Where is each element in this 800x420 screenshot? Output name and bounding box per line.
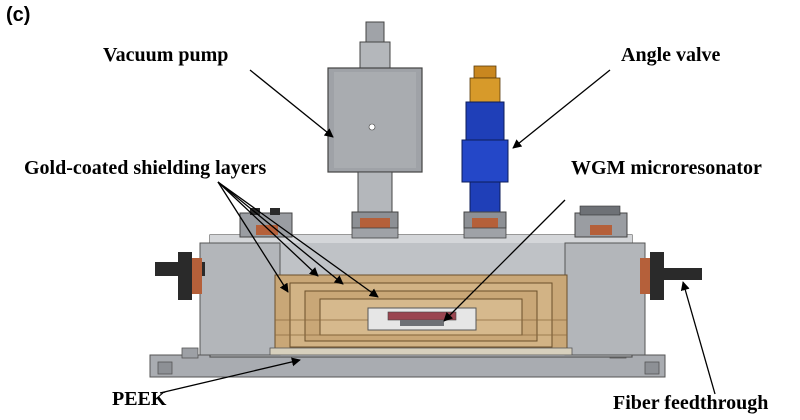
wgm-stage	[367, 307, 477, 331]
leader-wgm	[443, 199, 566, 322]
side-feedthroughs	[155, 252, 702, 300]
label-fiber-feedthrough: Fiber feedthrough	[613, 392, 769, 414]
leader-shielding-1	[217, 181, 289, 293]
leader-vacuum-pump	[249, 69, 334, 138]
leader-angle-valve	[512, 69, 611, 149]
label-shielding-layers: Gold-coated shielding layers	[24, 157, 267, 179]
vacuum-pump	[327, 21, 423, 239]
top-flanges	[239, 205, 628, 238]
label-vacuum-pump: Vacuum pump	[103, 44, 229, 66]
panel-label: (c)	[6, 4, 31, 26]
label-angle-valve: Angle valve	[621, 44, 721, 66]
angle-valve	[461, 65, 509, 239]
leader-shielding-3	[217, 181, 344, 285]
leader-shielding-2	[217, 181, 319, 277]
leader-fiber	[680, 281, 716, 395]
leader-shielding-4	[217, 181, 379, 298]
label-peek: PEEK	[112, 388, 167, 410]
leader-peek	[159, 357, 301, 394]
leader-lines	[159, 69, 716, 395]
peek-plate	[269, 347, 573, 356]
label-wgm-microresonator: WGM microresonator	[571, 157, 762, 179]
